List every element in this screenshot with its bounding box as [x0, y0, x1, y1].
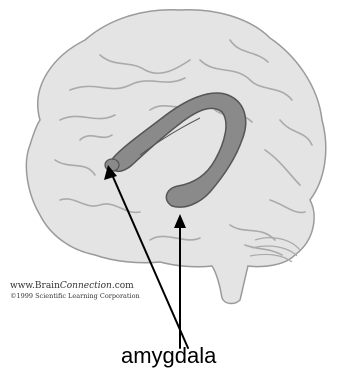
- credit-site-prefix: www.Brain: [10, 281, 60, 291]
- amygdala-label: amygdala: [121, 343, 216, 369]
- brain-outline: [26, 10, 325, 304]
- credit-site-suffix: .com: [112, 281, 134, 291]
- copyright-notice: ©1999 Scientific Learning Corporation: [10, 292, 140, 300]
- source-credit: www.BrainConnection.com: [10, 281, 134, 291]
- credit-site-italic: Connection: [60, 281, 112, 291]
